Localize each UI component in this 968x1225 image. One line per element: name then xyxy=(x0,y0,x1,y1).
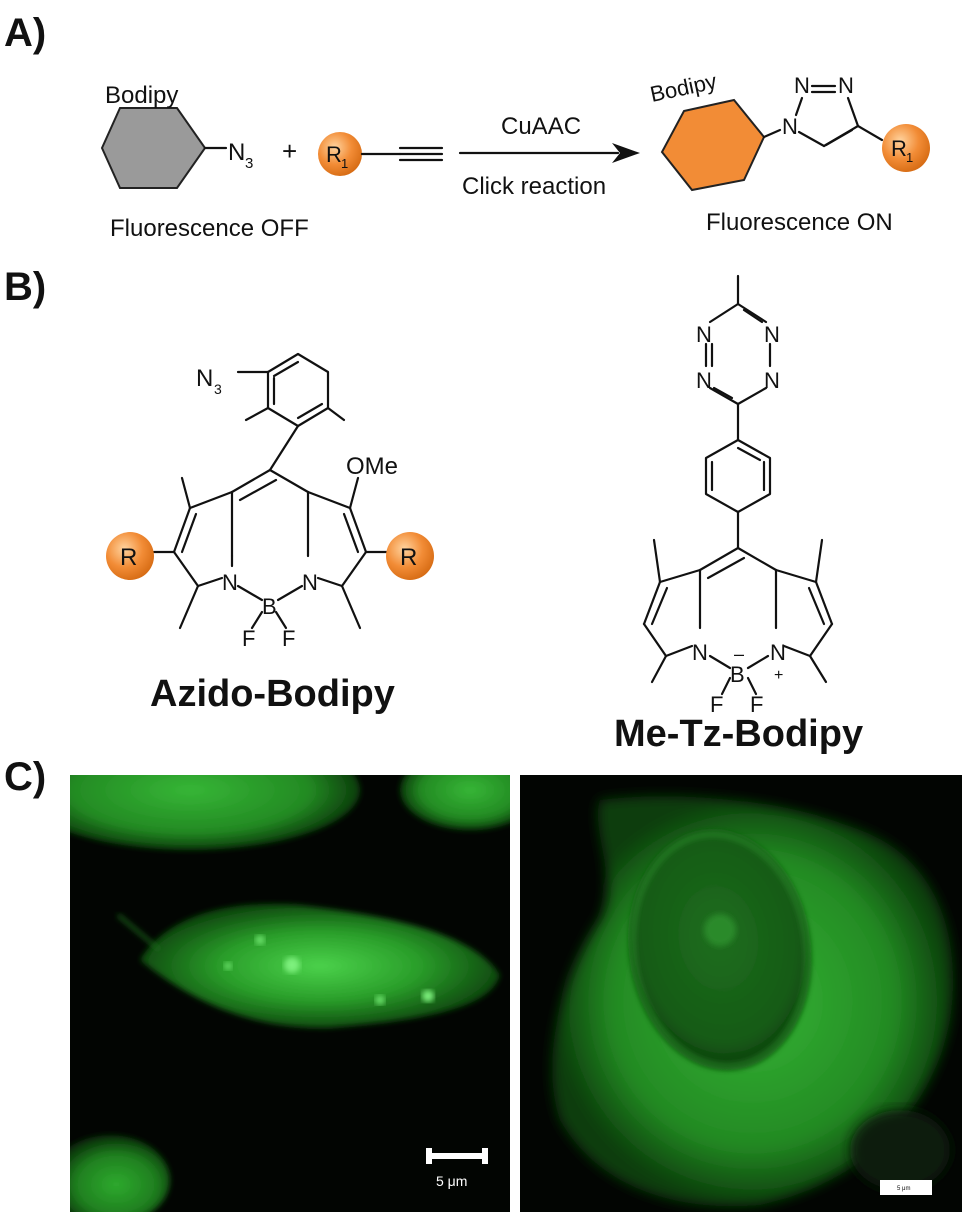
tz-n4: N xyxy=(764,368,780,393)
r1-sub-product: 1 xyxy=(906,150,913,165)
tz-n1: N xyxy=(696,322,712,347)
me-tz-bodipy-structure xyxy=(642,274,834,696)
azido-atom-f2: F xyxy=(282,626,295,651)
azido-r-left-ball xyxy=(106,532,154,580)
r1-ball-product xyxy=(882,124,930,172)
metz-atom-f2: F xyxy=(750,692,763,717)
azido-r-left: R xyxy=(120,544,137,571)
micrograph-right xyxy=(520,775,962,1212)
azide-n: N xyxy=(228,139,245,166)
tz-n3: N xyxy=(696,368,712,393)
metz-plus: + xyxy=(774,667,783,684)
metz-minus: – xyxy=(734,644,744,664)
panel-label-c: C) xyxy=(4,755,46,799)
tz-n2: N xyxy=(764,322,780,347)
metz-atom-n1: N xyxy=(692,640,708,665)
metz-atom-f1: F xyxy=(710,692,723,717)
r1-sub-reactant: 1 xyxy=(341,156,348,171)
azido-atom-n2: N xyxy=(302,570,318,595)
plus-sign: + xyxy=(282,136,297,166)
metz-atom-n2: N xyxy=(770,640,786,665)
triazole-n1: N xyxy=(782,114,798,139)
azido-atom-n1: N xyxy=(222,570,238,595)
azido-atom-b: B xyxy=(262,594,277,619)
azido-ome: OMe xyxy=(346,453,398,480)
azido-bodipy-name: Azido-Bodipy xyxy=(150,673,395,715)
bodipy-hexagon-on xyxy=(660,98,766,192)
azido-r-right: R xyxy=(400,544,417,571)
metz-atom-b: B xyxy=(730,662,745,687)
triazole-n2: N xyxy=(794,73,810,98)
bodipy-label-off: Bodipy xyxy=(105,82,178,109)
reaction-label: Click reaction xyxy=(462,173,606,200)
state-on-label: Fluorescence ON xyxy=(706,209,893,236)
bodipy-label-on: Bodipy xyxy=(648,68,719,106)
azido-r-right-ball xyxy=(386,532,434,580)
azido-atom-f1: F xyxy=(242,626,255,651)
bodipy-hexagon-off xyxy=(100,107,207,189)
r1-text-product: R xyxy=(891,136,907,161)
r1-ball-reactant xyxy=(318,132,362,176)
scale-label-right: 5 μm xyxy=(897,1186,910,1192)
triazole-n3: N xyxy=(838,73,854,98)
azide-sub: 3 xyxy=(245,155,253,172)
azido-n3-sub: 3 xyxy=(214,381,222,397)
azido-bodipy-structure xyxy=(152,352,390,630)
state-off-label: Fluorescence OFF xyxy=(110,215,309,242)
scale-bar-right xyxy=(880,1180,932,1195)
reaction-arrowhead xyxy=(612,143,640,163)
panel-label-a: A) xyxy=(4,11,46,55)
scale-label-left: 5 μm xyxy=(436,1173,467,1189)
me-tz-bodipy-name: Me-Tz-Bodipy xyxy=(614,713,863,755)
r1-text-reactant: R xyxy=(326,142,342,167)
azido-n3-n: N xyxy=(196,365,213,392)
micrograph-left xyxy=(70,775,510,1212)
scale-bar-left xyxy=(426,1148,488,1164)
catalyst-label: CuAAC xyxy=(501,113,581,140)
panel-label-b: B) xyxy=(4,265,46,309)
